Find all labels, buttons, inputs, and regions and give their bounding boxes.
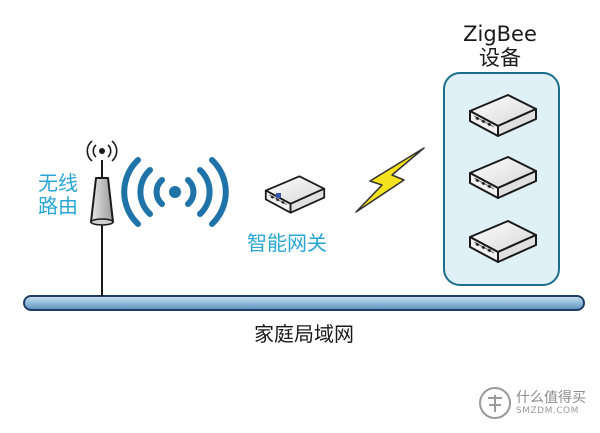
home-lan-bus: [23, 295, 585, 311]
wireless-router-label: 无线 路由: [38, 172, 82, 218]
watermark-text: 什么值得买: [516, 390, 586, 406]
router-antenna-icon: [86, 140, 118, 226]
smart-gateway-label: 智能网关: [247, 231, 327, 255]
router-label-line1: 无线: [38, 171, 78, 195]
zigbee-wireless-link-icon: [355, 147, 425, 213]
zigbee-devices-title: ZigBee 设备: [460, 22, 540, 70]
smzdm-logo-icon: [479, 387, 511, 419]
watermark-subtext: SMZDM.COM: [516, 406, 579, 416]
smart-gateway-icon: [264, 175, 326, 214]
router-label-line2: 路由: [38, 194, 78, 218]
wifi-signal-icon: [121, 157, 229, 227]
home-lan-label: 家庭局域网: [254, 322, 354, 346]
watermark: 什么值得买 SMZDM.COM: [478, 386, 586, 420]
zigbee-title-line2: 设备: [479, 46, 521, 70]
zigbee-title-line1: ZigBee: [463, 22, 537, 46]
